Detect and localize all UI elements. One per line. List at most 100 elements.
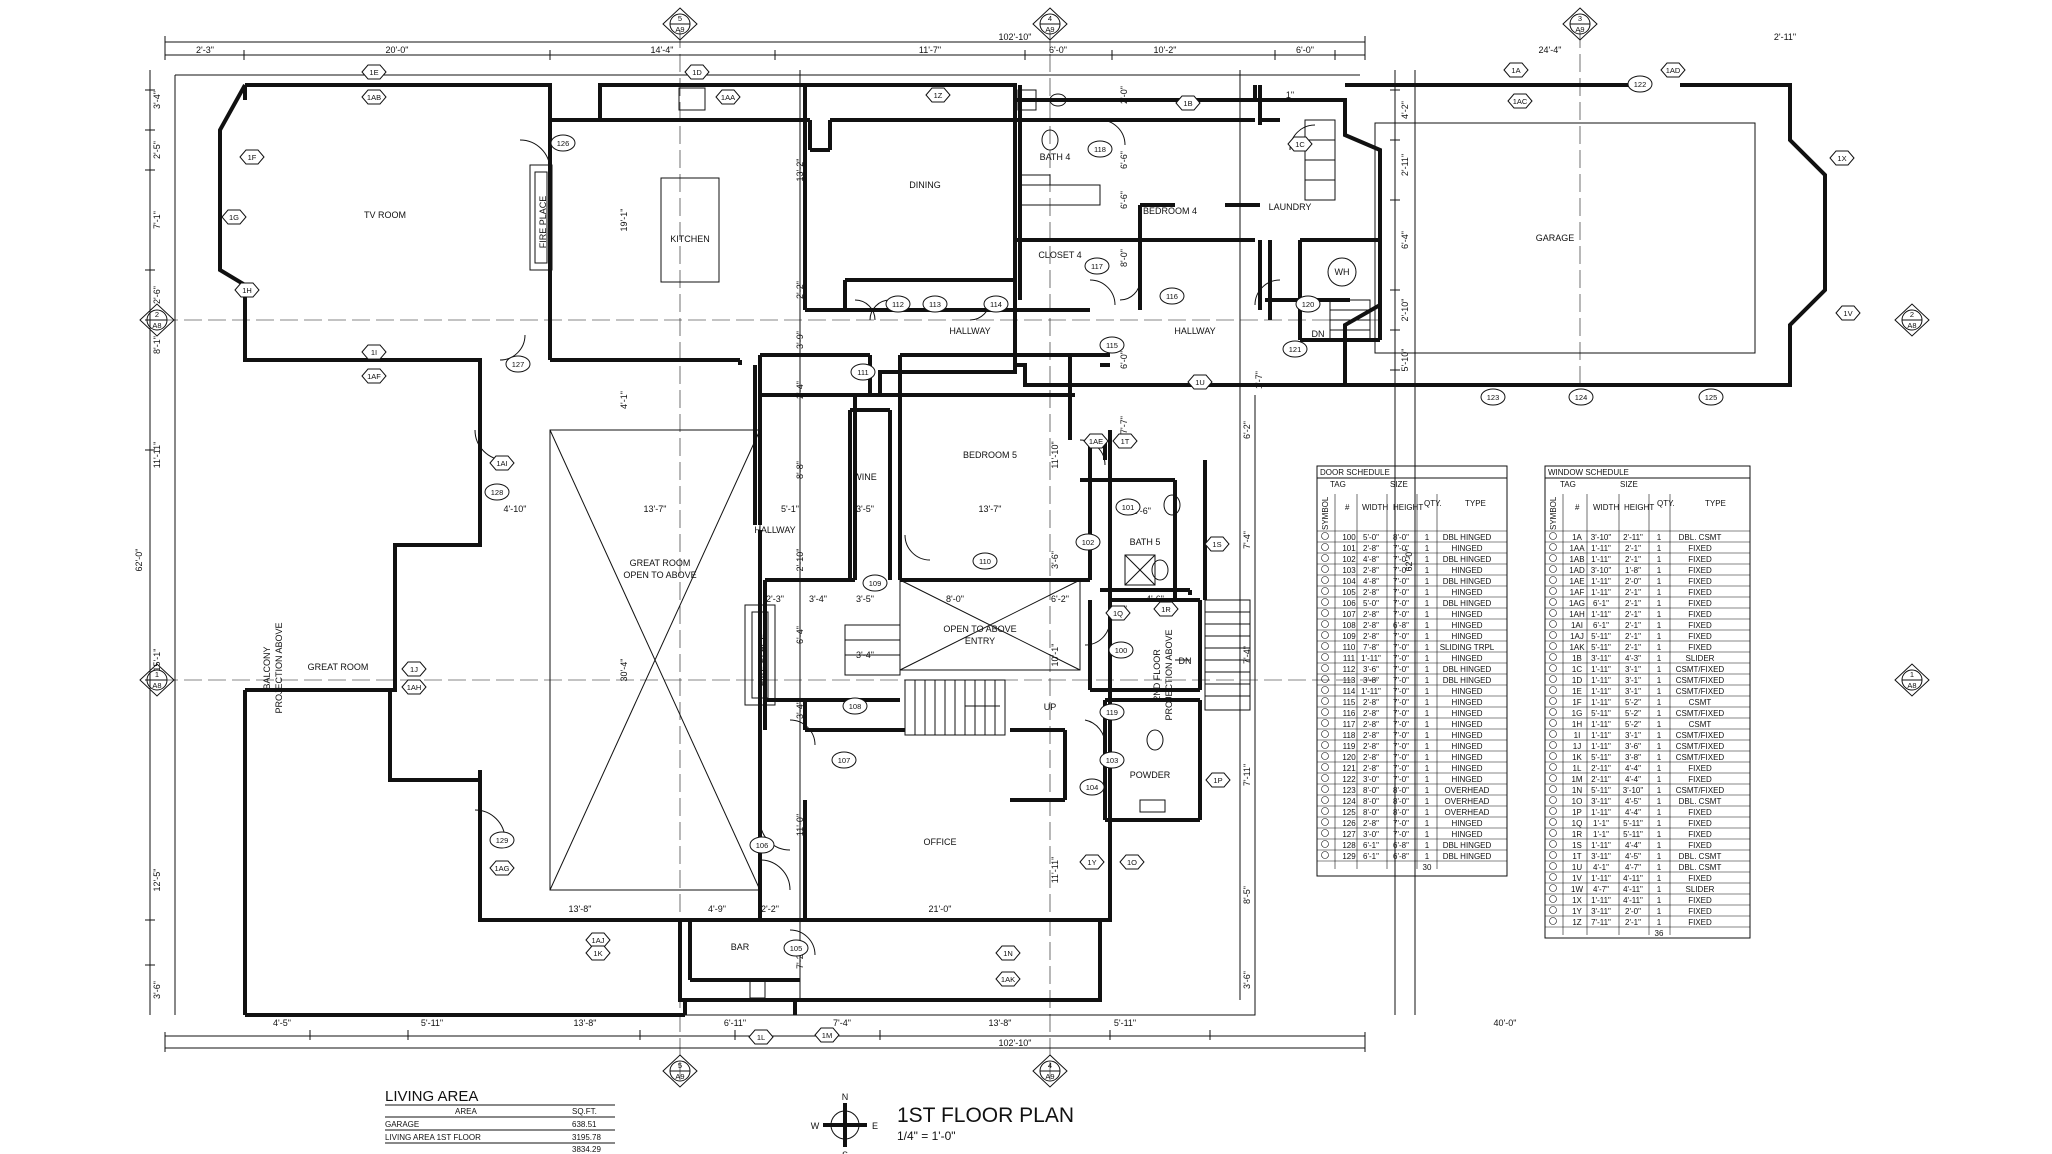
- dim-inner-13: 3'-4": [856, 650, 874, 660]
- svg-text:2'-1": 2'-1": [1625, 599, 1641, 608]
- svg-text:FIXED: FIXED: [1688, 544, 1712, 553]
- svg-text:HINGED: HINGED: [1451, 588, 1482, 597]
- svg-text:1M: 1M: [1571, 775, 1582, 784]
- svg-text:7'-0": 7'-0": [1393, 544, 1409, 553]
- living-area-col-sqft: SQ.FT.: [572, 1107, 597, 1116]
- svg-text:8'-0": 8'-0": [1363, 808, 1379, 817]
- door-tag-128: 128: [484, 483, 510, 501]
- dim-left-0: 3'-4": [152, 91, 162, 109]
- svg-text:5'-11": 5'-11": [1591, 786, 1611, 795]
- svg-text:2'-8": 2'-8": [1363, 819, 1379, 828]
- svg-text:HINGED: HINGED: [1451, 687, 1482, 696]
- svg-text:1'-11": 1'-11": [1591, 731, 1611, 740]
- svg-text:DBL HINGED: DBL HINGED: [1443, 665, 1492, 674]
- svg-text:108: 108: [1342, 621, 1356, 630]
- svg-text:1: 1: [1657, 643, 1662, 652]
- svg-text:128: 128: [1342, 841, 1356, 850]
- dim-top-4: 6'-0": [1049, 45, 1067, 55]
- svg-text:1: 1: [1425, 665, 1430, 674]
- dim-bottom-5: 13'-8": [989, 1018, 1012, 1028]
- svg-text:1O: 1O: [1572, 797, 1583, 806]
- svg-text:1'-11": 1'-11": [1591, 610, 1611, 619]
- svg-text:109: 109: [1342, 632, 1356, 641]
- svg-text:1: 1: [1657, 654, 1662, 663]
- svg-text:121: 121: [1342, 764, 1356, 773]
- svg-text:1: 1: [1425, 841, 1430, 850]
- door-schedule: DOOR SCHEDULE TAG SIZE # WIDTH HEIGHT QT…: [1316, 465, 1508, 877]
- compass-e: E: [872, 1121, 878, 1131]
- room-bath5: BATH 5: [1130, 537, 1161, 547]
- door-tag-121: 121: [1282, 340, 1308, 358]
- svg-text:2'-8": 2'-8": [1363, 544, 1379, 553]
- svg-text:2'-1": 2'-1": [1625, 621, 1641, 630]
- svg-text:5'-0": 5'-0": [1363, 599, 1379, 608]
- dim-bottom-2: 13'-8": [574, 1018, 597, 1028]
- dim-center-17: 11'-10": [1050, 441, 1060, 468]
- svg-text:7'-0": 7'-0": [1393, 764, 1409, 773]
- svg-text:2'-1": 2'-1": [1625, 544, 1641, 553]
- svg-text:HINGED: HINGED: [1451, 544, 1482, 553]
- window-schedule-header-size: SIZE: [1620, 480, 1638, 489]
- compass-s: S: [842, 1150, 848, 1154]
- svg-text:1: 1: [1657, 830, 1662, 839]
- dim-overall-depth-right: 62'-0": [1404, 549, 1414, 572]
- svg-text:1D: 1D: [1572, 676, 1582, 685]
- door-tag-119: 119: [1099, 703, 1125, 721]
- svg-text:1Z: 1Z: [934, 91, 943, 100]
- svg-text:7'-0": 7'-0": [1393, 599, 1409, 608]
- dim-inner-2: 2'-2": [761, 904, 779, 914]
- dim-right-14: 1'-7": [1254, 371, 1264, 389]
- svg-text:FIXED: FIXED: [1688, 841, 1712, 850]
- drawing-scale: 1/4" = 1'-0": [897, 1129, 956, 1143]
- svg-text:1H: 1H: [242, 286, 252, 295]
- svg-text:2'-8": 2'-8": [1363, 588, 1379, 597]
- section-markers: 5 A9 4 A9 3 A9 2 A8 2: [139, 7, 1930, 1088]
- svg-text:DBL HINGED: DBL HINGED: [1443, 555, 1492, 564]
- svg-text:1: 1: [1657, 566, 1662, 575]
- svg-text:2'-1": 2'-1": [1625, 610, 1641, 619]
- svg-text:7'-0": 7'-0": [1393, 731, 1409, 740]
- svg-text:3'-11": 3'-11": [1591, 797, 1611, 806]
- door-tag-109: 109: [862, 574, 888, 592]
- svg-text:1G: 1G: [229, 213, 239, 222]
- label-fire-place-1: FIRE PLACE: [538, 196, 548, 249]
- svg-text:1: 1: [1425, 720, 1430, 729]
- svg-text:1: 1: [1425, 797, 1430, 806]
- room-bedroom4: BEDROOM 4: [1143, 206, 1197, 216]
- svg-text:1'-1": 1'-1": [1593, 830, 1609, 839]
- room-dining: DINING: [909, 180, 941, 190]
- svg-text:6'-8": 6'-8": [1393, 852, 1409, 861]
- section-marker-top-3: 3 A9: [1562, 7, 1598, 41]
- svg-text:102: 102: [1082, 538, 1095, 547]
- room-great-room-open-2: OPEN TO ABOVE: [623, 570, 696, 580]
- svg-text:1: 1: [1425, 764, 1430, 773]
- svg-text:1: 1: [1425, 753, 1430, 762]
- svg-text:1B: 1B: [1572, 654, 1582, 663]
- door-tag-127: 127: [505, 355, 531, 373]
- svg-text:3'-1": 3'-1": [1625, 731, 1641, 740]
- svg-text:103: 103: [1342, 566, 1356, 575]
- living-area-col-area: AREA: [455, 1107, 477, 1116]
- svg-text:120: 120: [1342, 753, 1356, 762]
- svg-text:4'-7": 4'-7": [1593, 885, 1609, 894]
- svg-text:6'-1": 6'-1": [1363, 841, 1379, 850]
- svg-text:1C: 1C: [1572, 665, 1582, 674]
- svg-text:1AH: 1AH: [407, 683, 422, 692]
- dim-left-1: 2'-5": [152, 141, 162, 159]
- svg-text:1AI: 1AI: [496, 459, 507, 468]
- svg-text:1AA: 1AA: [1569, 544, 1585, 553]
- svg-text:2: 2: [155, 310, 159, 319]
